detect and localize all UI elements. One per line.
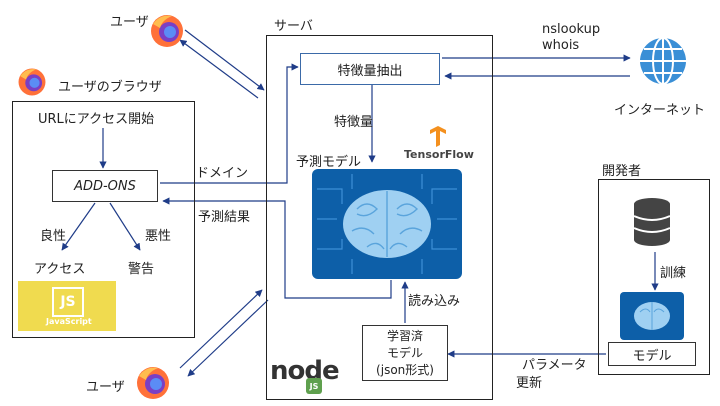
addons-to-warning-arrow — [109, 202, 141, 251]
load-label: 読み込み — [408, 294, 461, 309]
add-ons-box: ADD-ONS — [52, 170, 158, 202]
access-label: アクセス — [34, 262, 86, 277]
trained-model-line1: 学習済 — [386, 329, 423, 343]
prediction-result-arrow — [162, 197, 392, 299]
firefox-icon — [134, 364, 172, 402]
javascript-text: JavaScript — [46, 317, 92, 326]
domain-label: ドメイン — [196, 166, 249, 181]
user-browser-box — [12, 101, 195, 338]
nslookup-label: nslookup — [542, 22, 601, 37]
benign-label: 良性 — [40, 229, 67, 244]
node-brand-text: node — [270, 356, 340, 386]
nodejs-logo-icon: node JS — [270, 356, 354, 396]
javascript-logo-icon: JS JavaScript — [18, 281, 116, 331]
parameter-update-line2: 更新 — [516, 376, 543, 391]
prediction-result-label: 予測結果 — [198, 210, 251, 225]
server-box — [266, 35, 493, 400]
server-label: サーバ — [274, 19, 313, 34]
server-to-user-top-arrow — [179, 39, 259, 99]
brain-chip-icon — [312, 169, 462, 279]
firefox-icon — [148, 12, 186, 50]
warning-label: 警告 — [128, 262, 155, 277]
addons-to-access-arrow — [61, 202, 96, 251]
node-js-badge: JS — [306, 378, 322, 394]
malicious-label: 悪性 — [145, 229, 172, 244]
trained-model-line3: (json形式) — [376, 363, 434, 377]
model-box: モデル — [608, 342, 696, 366]
parameter-update-line1: パラメータ — [522, 358, 587, 373]
user-top-label: ユーザ — [110, 15, 149, 30]
whois-label: whois — [542, 38, 580, 53]
user-top-to-server-arrow — [184, 29, 265, 91]
server-to-user-bottom-arrow — [187, 299, 269, 377]
tensorflow-label: TensorFlow — [404, 148, 474, 161]
prediction-model-label: 予測モデル — [296, 155, 362, 170]
developer-label: 開発者 — [602, 164, 642, 179]
developer-box — [598, 179, 710, 375]
javascript-js-mark: JS — [52, 287, 84, 317]
features-label: 特徴量 — [334, 115, 374, 130]
firefox-icon — [16, 66, 48, 98]
feature-extraction-box: 特徴量抽出 — [300, 53, 440, 85]
trained-model-line2: モデル — [386, 346, 423, 360]
trained-model-box: 学習済 モデル (json形式) — [362, 325, 448, 381]
internet-label: インターネット — [614, 103, 706, 118]
domain-arrow — [160, 63, 299, 184]
training-label: 訓練 — [660, 266, 687, 281]
user-bottom-label: ユーザ — [86, 380, 125, 395]
globe-icon — [638, 36, 688, 86]
user-bottom-to-server-arrow — [179, 289, 263, 369]
brain-chip-icon — [620, 292, 684, 340]
url-access-start-label: URLにアクセス開始 — [38, 112, 155, 127]
tensorflow-logo-icon — [428, 125, 448, 147]
database-icon — [632, 196, 672, 248]
user-browser-label: ユーザのブラウザ — [58, 80, 162, 95]
